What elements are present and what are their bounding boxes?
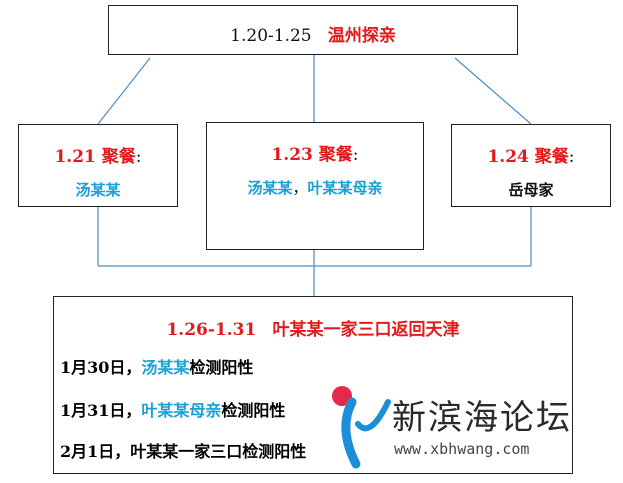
top-date: 1.20-1.25 bbox=[230, 26, 312, 46]
gathering-2-date: 1.23 聚餐 bbox=[271, 145, 353, 165]
test-row-3: 2月1日，叶某某一家三口检测阳性 bbox=[60, 442, 307, 461]
connector-top-right bbox=[454, 57, 532, 125]
top-event: 温州探亲 bbox=[327, 26, 396, 46]
gathering-1-person: 汤某某 bbox=[75, 181, 121, 199]
test-row-2: 1月31日，叶某某母亲检测阳性 bbox=[60, 401, 286, 420]
gathering-2-person-1: 汤某某 bbox=[247, 179, 293, 197]
watermark-logo-icon bbox=[332, 386, 391, 469]
gathering-box-1: 1.21 聚餐: 汤某某 bbox=[18, 124, 178, 207]
connector-top-left bbox=[97, 57, 151, 125]
return-date: 1.26-1.31 bbox=[166, 320, 257, 340]
return-title: 1.26-1.31 叶某某一家三口返回天津 bbox=[54, 315, 572, 340]
gathering-box-2: 1.23 聚餐: 汤某某，叶某某母亲 bbox=[206, 122, 424, 250]
test-row-1: 1月30日，汤某某检测阳性 bbox=[60, 358, 254, 377]
top-event-text: 1.20-1.25 温州探亲 bbox=[109, 21, 517, 46]
return-timeline-box: 1.26-1.31 叶某某一家三口返回天津 1月30日，汤某某检测阳性 1月31… bbox=[53, 296, 573, 474]
watermark-url: www.xbhwang.com bbox=[394, 440, 530, 458]
gathering-3-date: 1.24 聚餐 bbox=[487, 147, 569, 167]
return-event: 叶某某一家三口返回天津 bbox=[272, 320, 460, 340]
gathering-2-person-2: 叶某某母亲 bbox=[307, 179, 383, 197]
gathering-3-person: 岳母家 bbox=[508, 181, 554, 199]
top-event-box: 1.20-1.25 温州探亲 bbox=[108, 5, 518, 55]
gathering-1-date: 1.21 聚餐 bbox=[54, 147, 136, 167]
gathering-box-3: 1.24 聚餐: 岳母家 bbox=[451, 124, 611, 207]
watermark-name: 新滨海论坛 bbox=[392, 398, 572, 438]
watermark: 新滨海论坛 www.xbhwang.com bbox=[330, 384, 623, 474]
